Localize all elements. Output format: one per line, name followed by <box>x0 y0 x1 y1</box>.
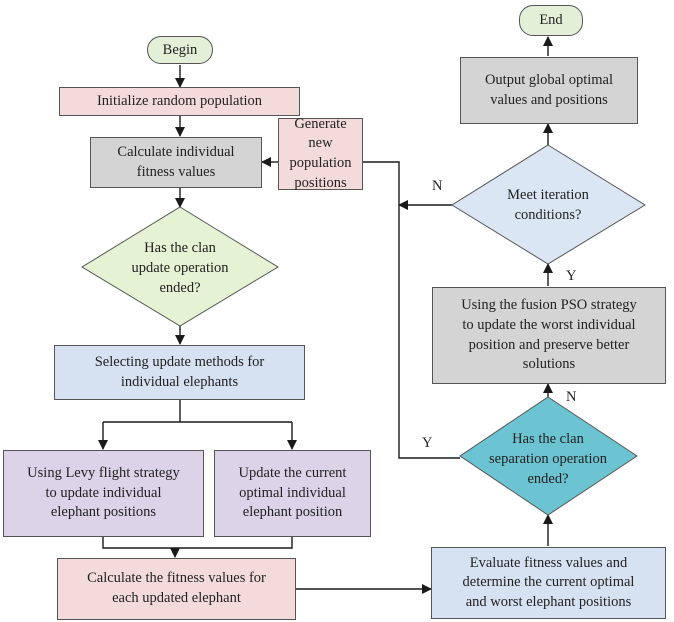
fusion-pso-box: Using the fusion PSO strategy to update … <box>432 287 666 384</box>
generate-new-population-box: Generate new population positions <box>278 116 363 191</box>
decision-clan-update <box>81 206 279 327</box>
clan-separation-decision-label: Has the clan separation operation ended? <box>489 430 607 488</box>
iteration-no-label: N <box>432 178 443 194</box>
arrow-select-split <box>103 400 292 423</box>
evaluate-fitness-box: Evaluate fitness values and determine th… <box>431 547 666 619</box>
initialize-population-box: Initialize random population <box>59 87 300 116</box>
separation-yes-label: Y <box>422 435 433 451</box>
separation-no-label: N <box>566 389 577 405</box>
update-optimal-box: Update the current optimal individual el… <box>214 450 371 537</box>
output-global-optimal-box: Output global optimal values and positio… <box>460 57 638 124</box>
iteration-decision-label: Meet iteration conditions? <box>507 186 589 223</box>
arrow-separation-yes <box>363 161 460 459</box>
decision-iteration <box>451 144 646 265</box>
levy-flight-box: Using Levy flight strategy to update ind… <box>3 450 204 537</box>
decision-clan-separation <box>459 396 638 516</box>
begin-terminal: Begin <box>147 36 213 64</box>
selecting-update-methods-box: Selecting update methods for individual … <box>54 345 305 400</box>
calculate-fitness-box: Calculate individual fitness values <box>90 137 262 188</box>
arrow-merge <box>102 537 293 549</box>
end-terminal: End <box>519 5 583 36</box>
clan-update-decision-label: Has the clan update operation ended? <box>131 239 229 297</box>
pso-yes-label: Y <box>566 268 577 284</box>
calculate-updated-fitness-box: Calculate the fitness values for each up… <box>57 558 296 620</box>
